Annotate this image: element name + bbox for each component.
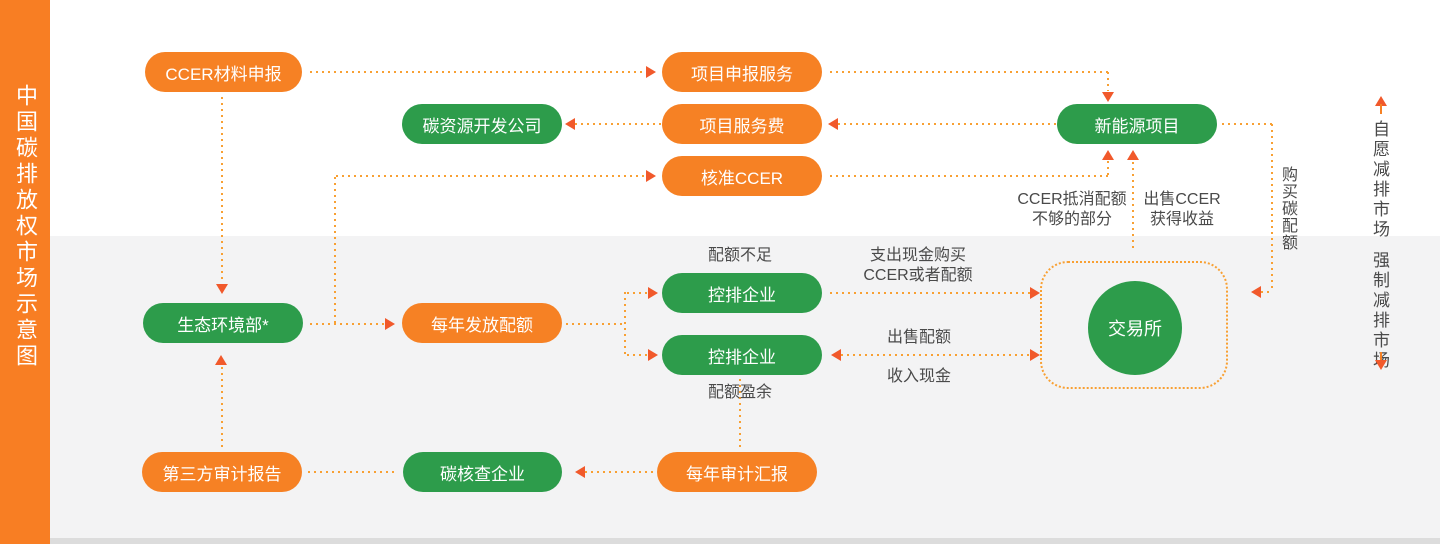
edge-project-fee-to-carbon-dev-co [575,123,661,125]
mandatory-down-arrow-icon [1375,360,1387,370]
edge-approved-ccer-to-new-energy-v [1107,161,1109,176]
edge-new-energy-to-exchange-v [1271,124,1273,292]
edge-to-enterprise-surplus [627,354,648,356]
label-sell-quota: 出售配额 [886,329,951,346]
mandatory-down-arrow-shaft [1380,352,1382,362]
node-exchange: 交易所 [1088,281,1182,375]
edge-ccer-material-to-moe [221,97,223,281]
node-carbon-dev-co: 碳资源开发公司 [402,104,562,144]
edge-approved-ccer-to-new-energy-h [830,175,1109,177]
arrowhead-into-enterprise-surplus-back [831,349,841,361]
node-third-party-report: 第三方审计报告 [142,452,302,492]
arrowhead-into-new-energy-bottom-left [1102,150,1114,160]
node-moe: 生态环境部* [143,303,303,343]
arrowhead-into-new-energy-top [1102,92,1114,102]
arrowhead-into-exchange-left-top [1030,287,1040,299]
label-voluntary-market: 自愿减排市场 [1370,120,1389,240]
arrowhead-into-enterprise-surplus [648,349,658,361]
diagram-title: 中国碳排放权市场示意图 [13,84,38,370]
arrowhead-into-carbon-dev-co [565,118,575,130]
label-pay-cash-line2: CCER或者配额 [863,267,973,284]
node-carbon-verifier: 碳核查企业 [403,452,562,492]
label-ccer-offset-line2: 不够的部分 [1031,211,1112,228]
label-sell-ccer-line2: 获得收益 [1149,211,1214,228]
exchange-boundary-box [1040,261,1228,389]
voluntary-up-arrow-shaft [1380,104,1382,114]
label-receive-cash: 收入现金 [886,368,951,385]
edge-enterprise-surplus-to-exchange [841,354,1031,356]
edge-exchange-to-new-energy [1132,162,1134,248]
node-annual-audit: 每年审计汇报 [657,452,817,492]
edge-carbon-verifier-to-third-party [308,471,398,473]
edge-enterprise-shortage-to-exchange [830,292,1030,294]
edge-project-apply-to-new-energy-h [830,71,1109,73]
edge-moe-branch-up [334,177,336,323]
edge-moe-to-annual-quota [310,323,384,325]
node-project-apply: 项目申报服务 [662,52,822,92]
arrowhead-into-annual-quota [385,318,395,330]
label-ccer-offset-line1: CCER抵消配额 [1017,191,1127,208]
edge-annual-audit-to-carbon-verifier [585,471,653,473]
edge-annual-quota-out [566,323,625,325]
node-approved-ccer: 核准CCER [662,156,822,196]
arrowhead-into-project-fee [828,118,838,130]
sidebar: 中国碳排放权市场示意图 [0,0,50,544]
edge-new-energy-to-exchange-h [1222,123,1273,125]
arrowhead-into-moe-bottom [215,355,227,365]
edge-new-energy-to-exchange-h2 [1261,291,1273,293]
label-sell-ccer: 出售CCER 获得收益 [1112,190,1252,230]
label-ccer-offset: CCER抵消配额 不够的部分 [1002,190,1142,230]
edge-moe-to-approved-ccer [336,175,646,177]
node-ccer-material: CCER材料申报 [145,52,302,92]
node-annual-quota: 每年发放配额 [402,303,562,343]
label-pay-cash-line1: 支出现金购买 [869,247,966,264]
edge-to-enterprise-shortage [627,292,648,294]
edge-annual-quota-split [624,292,626,357]
edge-ccer-material-to-project-apply [310,71,646,73]
arrowhead-into-carbon-verifier [575,466,585,478]
label-sell-ccer-line1: 出售CCER [1143,191,1221,208]
arrowhead-into-moe-top [216,284,228,294]
bottom-edge-strip [50,538,1440,544]
label-mandatory-market: 强制减排市场 [1370,251,1389,371]
label-buy-quota: 购买碳配额 [1279,166,1296,251]
node-new-energy: 新能源项目 [1057,104,1217,144]
label-quota-shortage: 配额不足 [707,247,772,264]
arrowhead-into-new-energy-bottom-right [1127,150,1139,160]
node-project-fee: 项目服务费 [662,104,822,144]
arrowhead-into-approved-ccer [646,170,656,182]
edge-project-apply-to-new-energy-v [1107,72,1109,91]
edge-new-energy-to-project-fee [838,123,1056,125]
node-enterprise-shortage: 控排企业 [662,273,822,313]
voluntary-up-arrow-icon [1375,96,1387,106]
node-enterprise-surplus: 控排企业 [662,335,822,375]
arrowhead-into-project-apply [646,66,656,78]
label-pay-cash: 支出现金购买 CCER或者配额 [848,246,988,286]
arrowhead-into-exchange-right [1251,286,1261,298]
arrowhead-into-enterprise-shortage [648,287,658,299]
label-quota-surplus: 配额盈余 [707,384,772,401]
edge-enterprise-surplus-to-annual-audit [739,379,741,448]
arrowhead-into-exchange-left-bottom [1030,349,1040,361]
edge-third-party-to-moe [221,367,223,448]
